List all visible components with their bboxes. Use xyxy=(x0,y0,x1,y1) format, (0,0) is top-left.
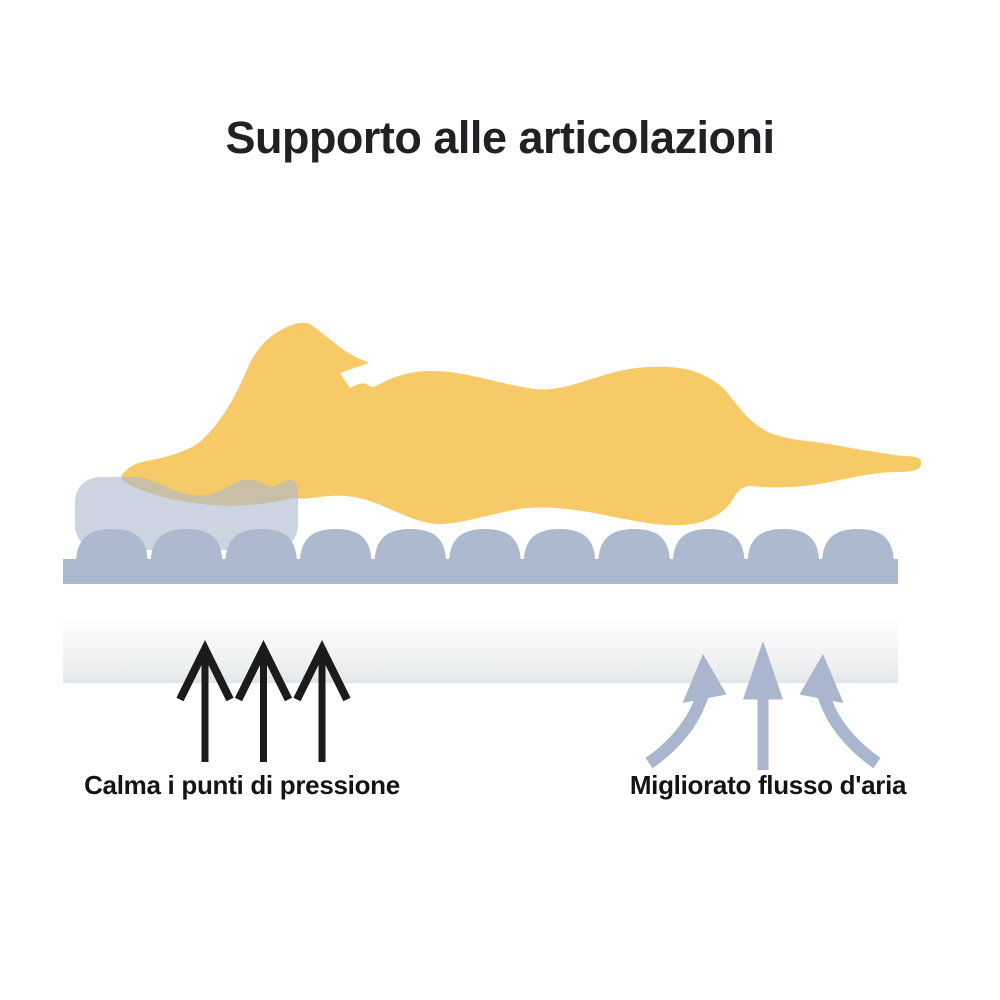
page-title: Supporto alle articolazioni xyxy=(225,112,775,163)
pressure-arrows-icon xyxy=(176,639,351,762)
airflow-arrow-left xyxy=(645,654,727,769)
pressure-label: Calma i punti di pressione xyxy=(84,770,400,800)
pressure-arrow xyxy=(176,639,234,762)
mattress-scalloped-top xyxy=(63,529,898,584)
airflow-label: Migliorato flusso d'aria xyxy=(629,770,907,800)
airflow-arrows-icon xyxy=(645,641,881,770)
airflow-arrow-right xyxy=(799,654,881,769)
pressure-arrow xyxy=(234,639,293,762)
dog-silhouette-icon xyxy=(121,322,922,526)
pressure-arrow xyxy=(293,639,351,762)
mattress-bumps xyxy=(76,529,894,566)
airflow-arrow-middle xyxy=(743,641,783,770)
pillow-icon xyxy=(75,477,298,550)
